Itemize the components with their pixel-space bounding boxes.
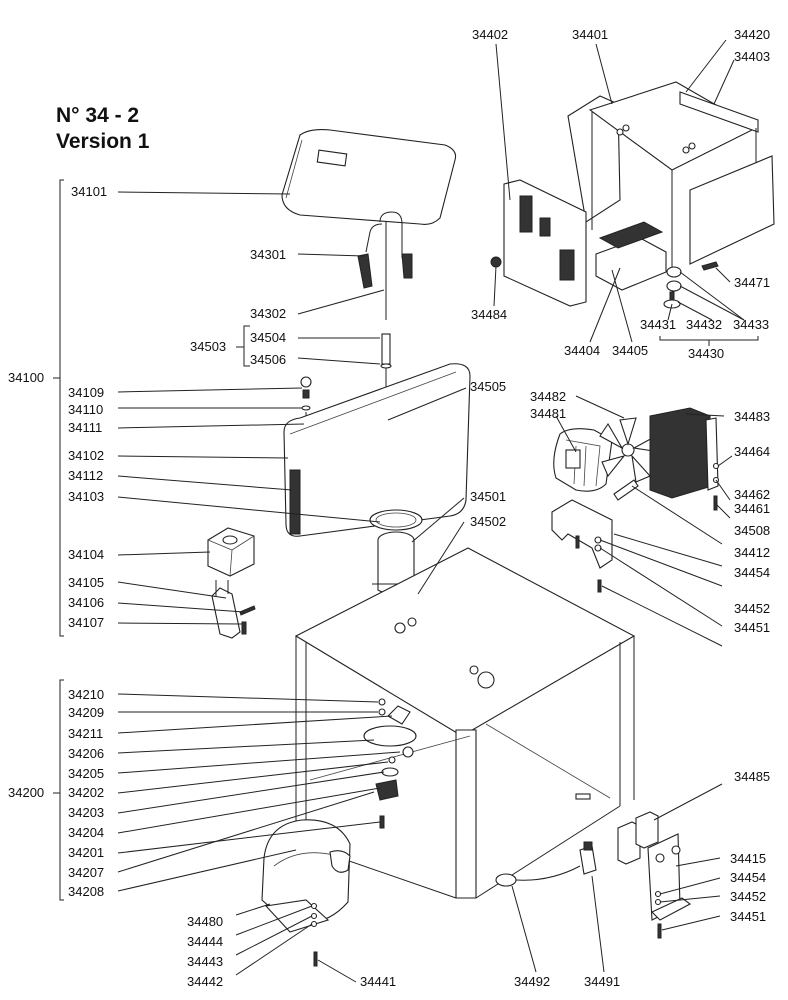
group-label-34430: 34430 — [688, 346, 725, 361]
condenser-part — [649, 407, 720, 511]
part-label: 34484 — [471, 307, 508, 322]
part-label: 34204 — [68, 825, 105, 840]
diagram-version-title: Version 1 — [56, 130, 150, 153]
bracket-34100 — [53, 179, 64, 637]
bracket-34200 — [53, 679, 64, 901]
part-label: 34485 — [734, 769, 771, 784]
tank-part — [283, 363, 471, 537]
part-label: 34201 — [68, 845, 105, 860]
part-label: 34491 — [584, 974, 621, 989]
part-label: 34508 — [734, 523, 771, 538]
compressor-part — [261, 819, 351, 967]
filter-box-part — [207, 527, 255, 577]
part-label: 34492 — [514, 974, 551, 989]
part-label: 34501 — [470, 489, 507, 504]
part-label: 34403 — [734, 49, 771, 64]
part-label: 34442 — [187, 974, 224, 989]
part-label: 34451 — [734, 620, 771, 635]
part-label: 34502 — [470, 514, 507, 529]
float-bracket-part — [211, 580, 256, 639]
part-label: 34206 — [68, 746, 105, 761]
part-label: 34302 — [250, 306, 287, 321]
part-label: 34104 — [68, 547, 105, 562]
part-label: 34504 — [250, 330, 287, 345]
diagram-number-title: N° 34 - 2 — [56, 104, 140, 127]
part-label: 34301 — [250, 247, 287, 262]
part-label: 34452 — [730, 889, 767, 904]
part-label: 34207 — [68, 865, 105, 880]
leader-lines — [117, 39, 745, 983]
part-label: 34451 — [730, 909, 767, 924]
part-label: 34404 — [564, 343, 601, 358]
part-label: 34461 — [734, 501, 771, 516]
pcb-part — [490, 179, 587, 307]
part-label: 34402 — [472, 27, 509, 42]
part-label: 34481 — [530, 406, 567, 421]
control-box-part — [567, 81, 775, 271]
part-label: 34471 — [734, 275, 771, 290]
part-label: 34441 — [360, 974, 397, 989]
tank-vent-slots — [289, 469, 301, 535]
part-label: 34405 — [612, 343, 649, 358]
thermostat-cable-part — [495, 841, 597, 887]
part-label: 34482 — [530, 389, 567, 404]
part-label: 34412 — [734, 545, 771, 560]
group-label-34503: 34503 — [190, 339, 227, 354]
part-label: 34107 — [68, 615, 105, 630]
part-label: 34454 — [734, 565, 771, 580]
part-label: 34462 — [734, 487, 771, 502]
filter-drier-part — [613, 479, 639, 501]
part-label: 34480 — [187, 914, 224, 929]
part-label: 34443 — [187, 954, 224, 969]
foot-parts — [663, 266, 682, 309]
part-label: 34110 — [68, 402, 104, 417]
part-label: 34431 — [640, 317, 677, 332]
part-label: 34209 — [68, 705, 105, 720]
fan-motor-part — [553, 428, 613, 492]
part-label: 34203 — [68, 805, 105, 820]
probe-part — [357, 211, 413, 320]
part-label: 34464 — [734, 444, 771, 459]
part-label: 34102 — [68, 448, 105, 463]
part-label: 34101 — [71, 184, 108, 199]
group-label-34200: 34200 — [8, 785, 45, 800]
part-label: 34210 — [68, 687, 105, 702]
part-label: 34432 — [686, 317, 723, 332]
part-label: 34454 — [730, 870, 767, 885]
part-label: 34505 — [470, 379, 507, 394]
part-label: 34109 — [68, 385, 105, 400]
part-label: 34106 — [68, 595, 105, 610]
bracket-34430 — [659, 336, 759, 346]
part-label: 34483 — [734, 409, 771, 424]
part-label: 34205 — [68, 766, 105, 781]
display-part — [595, 221, 667, 291]
part-label: 34103 — [68, 489, 105, 504]
lid-part — [281, 129, 457, 225]
relay-part — [617, 811, 659, 865]
part-label: 34420 — [734, 27, 771, 42]
part-label: 34401 — [572, 27, 609, 42]
relay-bracket-part — [647, 833, 692, 939]
part-label: 34111 — [68, 420, 103, 435]
part-label: 34112 — [68, 468, 104, 483]
part-label: 34105 — [68, 575, 105, 590]
bracket-34503 — [236, 325, 250, 367]
motor-bracket-part — [551, 499, 613, 593]
part-label: 34444 — [187, 934, 224, 949]
group-label-34100: 34100 — [8, 370, 45, 385]
part-label: 34433 — [733, 317, 770, 332]
part-label: 34208 — [68, 884, 105, 899]
part-label: 34211 — [68, 726, 104, 741]
part-label: 34452 — [734, 601, 771, 616]
cabinet-frame — [294, 547, 636, 899]
part-label: 34202 — [68, 785, 105, 800]
part-label: 34506 — [250, 352, 287, 367]
part-label: 34415 — [730, 851, 767, 866]
